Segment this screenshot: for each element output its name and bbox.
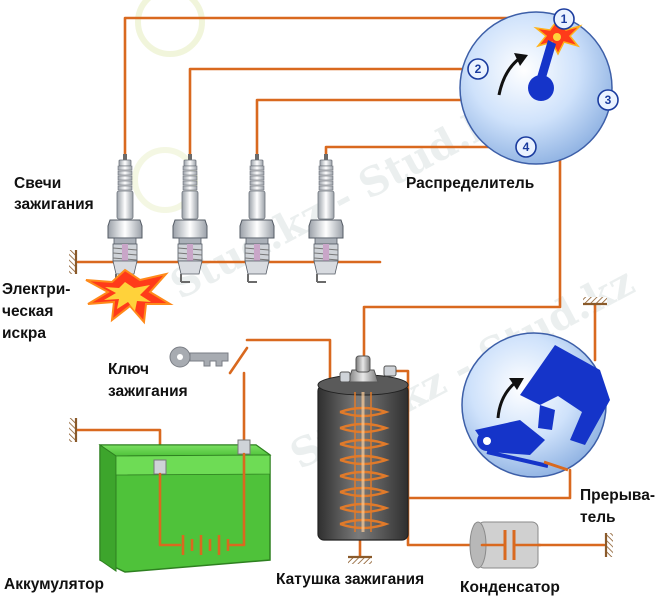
ignition-key-label-line1: Ключ (108, 361, 149, 378)
terminal-3: 3 (597, 89, 619, 111)
spark-plug-icon (172, 153, 208, 283)
battery (98, 439, 272, 573)
condenser (469, 521, 542, 569)
spark-label-line3: искра (2, 325, 46, 342)
spark-label-line2: ческая (2, 303, 53, 320)
key-switch-contact (228, 346, 249, 375)
terminal-number: 1 (561, 12, 568, 26)
spark-burst-icon (85, 268, 174, 325)
terminal-number: 2 (475, 62, 482, 76)
ground-symbol-icon (346, 555, 374, 566)
breaker-label-line2: тель (580, 509, 616, 526)
breaker-label-line1: Прерыва- (580, 487, 655, 504)
ground-symbol-icon (604, 531, 615, 559)
ground-symbol-icon (67, 416, 78, 444)
distributor: 1 2 3 4 (459, 8, 619, 165)
terminal-1: 1 (553, 8, 575, 30)
ground-symbol-icon (581, 295, 609, 306)
terminal-4: 4 (515, 136, 537, 158)
ignition-coil (317, 355, 409, 541)
labels: Свечи зажигания Распределитель Электри- … (2, 175, 655, 596)
spark-label-line1: Электри- (2, 281, 70, 298)
terminal-number: 3 (605, 93, 612, 107)
breaker (461, 332, 610, 478)
wire-plug1-terminal1 (123, 16, 558, 162)
terminal-2: 2 (467, 58, 489, 80)
condenser-label: Конденсатор (460, 579, 560, 596)
battery-label: Аккумулятор (4, 576, 104, 593)
spark-plugs-label-line2: зажигания (14, 196, 94, 213)
spark-burst-icon (533, 20, 583, 56)
wire-coil-condenser (406, 496, 482, 547)
distributor-label: Распределитель (406, 175, 534, 192)
terminal-number: 4 (523, 140, 530, 154)
key-icon (169, 346, 229, 368)
wire-plug2-terminal2 (188, 67, 478, 162)
ground-symbol-icon (67, 248, 78, 276)
ignition-key-label-line2: зажигания (108, 383, 188, 400)
spark-plugs-label-line1: Свечи (14, 175, 61, 192)
coil-label: Катушка зажигания (276, 571, 424, 588)
